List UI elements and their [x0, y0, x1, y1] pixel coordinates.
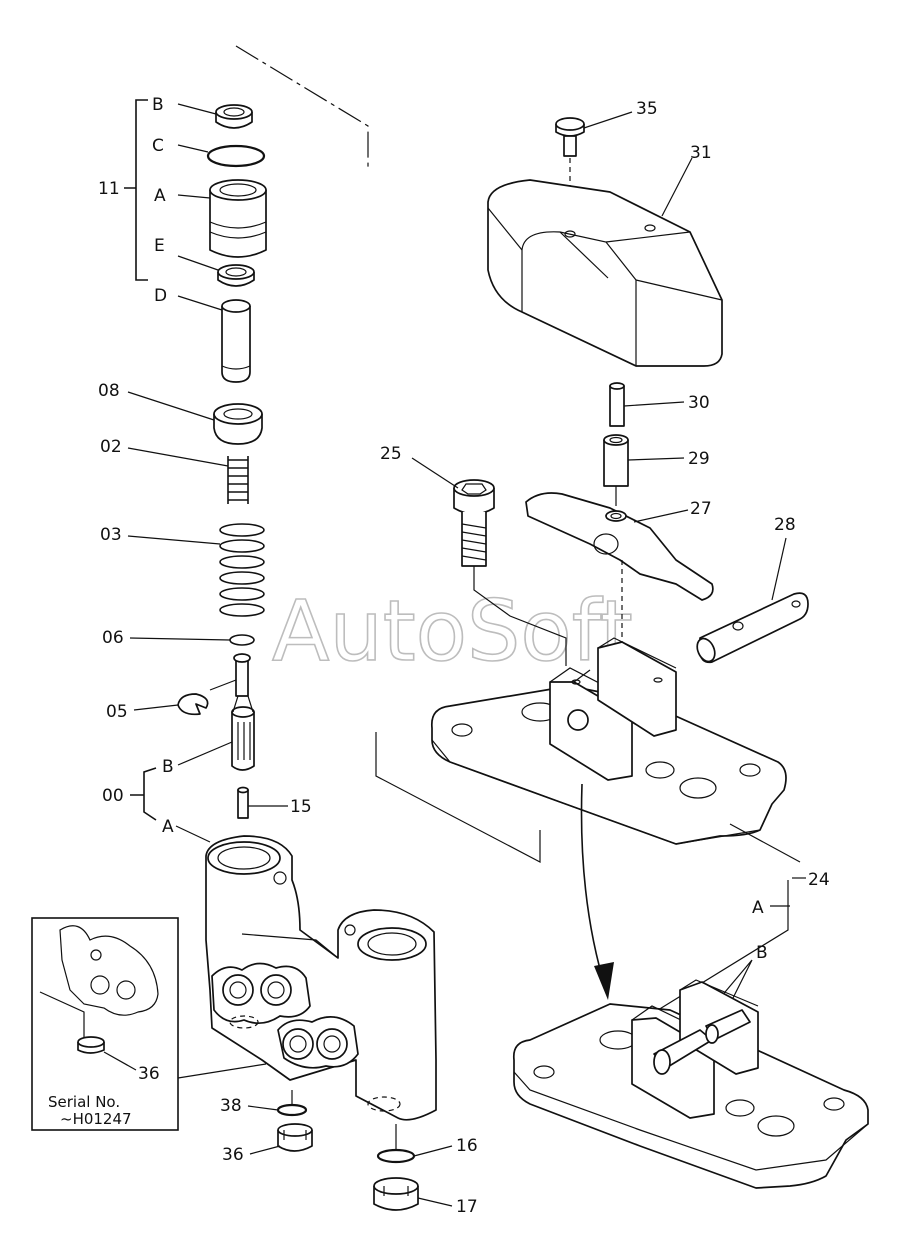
callout-b-00: B	[162, 757, 174, 777]
pin-15-part	[237, 786, 249, 819]
callout-31: 31	[690, 143, 712, 163]
washer-06-part	[229, 634, 255, 646]
ring-b-part	[215, 104, 253, 129]
plug-36-part	[277, 1123, 313, 1152]
pin-d-part	[221, 299, 251, 383]
callout-15: 15	[290, 797, 312, 817]
callout-a-00: A	[162, 817, 174, 837]
cover-31-part	[487, 179, 723, 367]
callout-30: 30	[688, 393, 710, 413]
callout-17: 17	[456, 1197, 478, 1217]
o-ring-16-part	[376, 1148, 416, 1164]
callout-25: 25	[380, 444, 402, 464]
callout-b-base: B	[756, 943, 768, 963]
callout-b-top: B	[152, 95, 164, 115]
valve-body-part	[205, 835, 437, 1121]
callout-28: 28	[774, 515, 796, 535]
bolt-25-part	[453, 479, 495, 567]
serial-no-label: Serial No.	[48, 1093, 120, 1111]
callout-29: 29	[688, 449, 710, 469]
base-plate-24-part	[430, 637, 787, 845]
callout-24: 24	[808, 870, 830, 890]
centerline-top	[235, 45, 369, 168]
pin-28-part	[696, 592, 809, 664]
bracket-00	[130, 767, 157, 821]
callout-27: 27	[690, 499, 712, 519]
callout-assembly-11: 11	[98, 179, 120, 199]
lever-27-part	[525, 492, 714, 601]
callout-assembly-00: 00	[102, 786, 124, 806]
callout-02: 02	[100, 437, 122, 457]
callout-38: 38	[220, 1096, 242, 1116]
retainer-08-part	[213, 403, 263, 445]
leader-lines-24	[375, 732, 541, 863]
bolt-35-part	[555, 117, 585, 157]
callout-d: D	[154, 286, 167, 306]
sleeve-a-part	[209, 179, 267, 258]
leader-a-base	[657, 880, 789, 1011]
callout-a-base: A	[752, 898, 764, 918]
base-plate-lower-part	[512, 979, 869, 1189]
callout-c: C	[152, 136, 164, 156]
callout-36: 36	[222, 1145, 244, 1165]
o-ring-c-part	[206, 144, 266, 168]
pin-30-part	[609, 382, 625, 427]
callout-03: 03	[100, 525, 122, 545]
callout-05: 05	[106, 702, 128, 722]
serial-inset	[31, 917, 267, 1131]
clip-05-part	[177, 693, 209, 716]
callout-a-top: A	[154, 186, 166, 206]
serial-range-label: ~H01247	[60, 1110, 132, 1128]
callout-35: 35	[636, 99, 658, 119]
spool-b-part	[231, 653, 255, 771]
callout-e: E	[154, 236, 165, 256]
callout-08: 08	[98, 381, 120, 401]
spring-03-part	[219, 523, 265, 617]
callout-16: 16	[456, 1136, 478, 1156]
bracket-11	[124, 99, 148, 281]
inset-callout-36: 36	[138, 1064, 160, 1084]
watermark-text: AutoSoft	[272, 582, 633, 680]
callout-06: 06	[102, 628, 124, 648]
plug-17-part	[373, 1177, 419, 1211]
collar-29-part	[603, 434, 629, 487]
spring-02-part	[227, 456, 249, 504]
ring-e-part	[217, 264, 255, 287]
arrow-head	[594, 962, 614, 1000]
o-ring-38-part	[276, 1103, 308, 1117]
